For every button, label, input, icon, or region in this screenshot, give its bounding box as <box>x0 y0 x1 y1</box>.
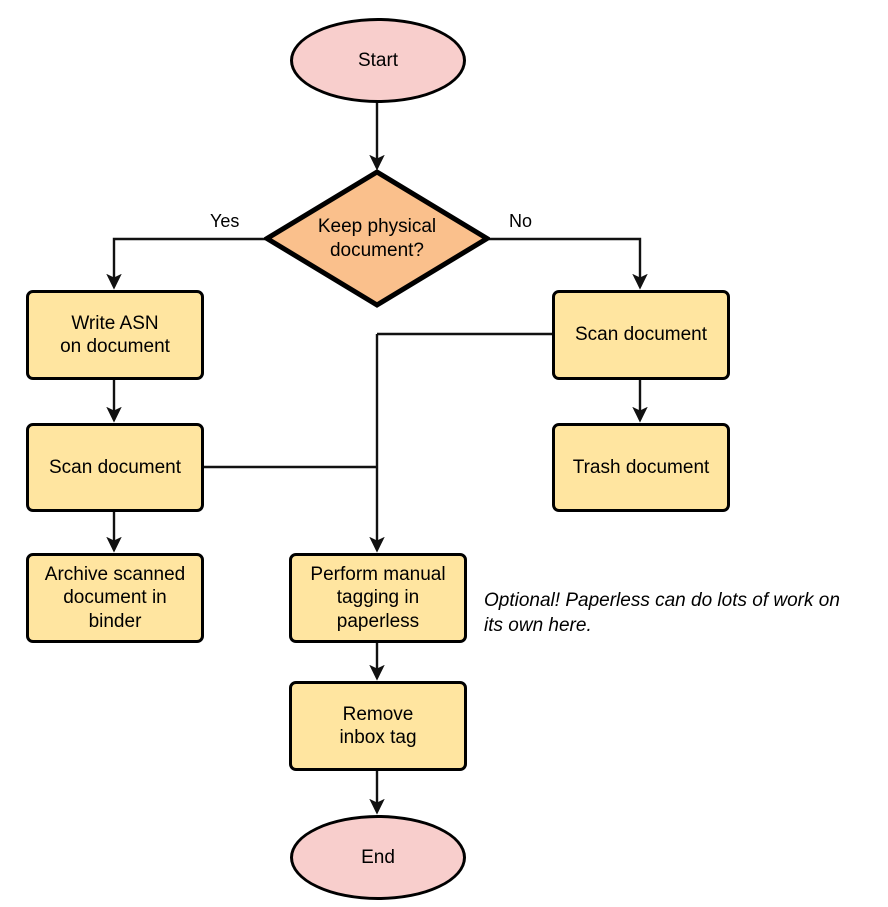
node-scan-document-right-label: Scan document <box>574 324 708 346</box>
node-perform-manual-tagging[interactable]: Perform manual tagging in paperless <box>289 553 467 643</box>
edge-label-no: No <box>509 211 533 231</box>
node-start-label: Start <box>357 49 399 71</box>
node-write-asn-on-document-label: Write ASN on document <box>60 312 170 357</box>
node-scan-document-right[interactable]: Scan document <box>552 290 730 380</box>
edge-decision-yes-to-write-asn <box>106 237 266 290</box>
node-archive-scanned-document[interactable]: Archive scanned document in binder <box>26 553 204 643</box>
note-optional-paperless: Optional! Paperless can do lots of work … <box>484 590 840 637</box>
node-write-asn-on-document[interactable]: Write ASN on document <box>26 290 204 380</box>
node-trash-document-label: Trash document <box>572 456 710 478</box>
node-remove-inbox-tag[interactable]: Remove inbox tag <box>289 681 467 771</box>
node-scan-document-left[interactable]: Scan document <box>26 423 204 512</box>
edge-decision-no-to-scan-right <box>489 237 648 290</box>
node-trash-document[interactable]: Trash document <box>552 423 730 512</box>
node-remove-inbox-tag-label: Remove inbox tag <box>339 703 417 748</box>
diamond-shape <box>264 169 490 308</box>
node-keep-physical-document-label: Keep physical document? <box>317 216 437 261</box>
node-end-label: End <box>361 846 395 868</box>
node-scan-document-left-label: Scan document <box>48 456 182 478</box>
edge-label-yes: Yes <box>210 211 240 231</box>
node-keep-physical-document[interactable]: Keep physical document? <box>264 169 490 308</box>
node-start[interactable]: Start <box>290 18 466 103</box>
node-perform-manual-tagging-label: Perform manual tagging in paperless <box>310 564 446 632</box>
node-archive-scanned-document-label: Archive scanned document in binder <box>44 564 186 632</box>
node-end[interactable]: End <box>290 815 466 900</box>
